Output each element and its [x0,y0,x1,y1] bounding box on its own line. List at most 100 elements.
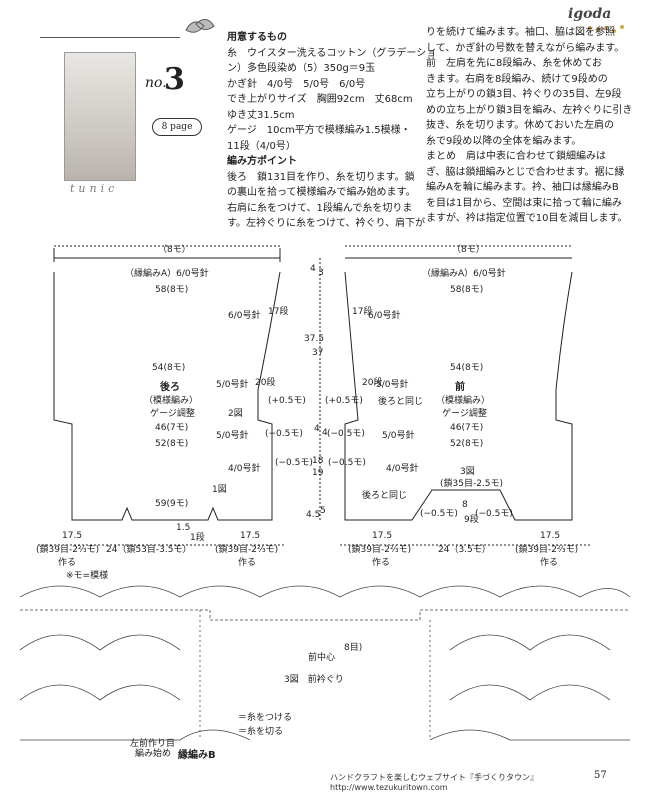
front-same2: 後ろと同じ [362,491,408,501]
instruction-line: 後ろ 鎖131目を作り、糸を切ります。鎖 [227,171,415,183]
instruction-line: ン）多色段染め（5）350g＝9玉 [227,63,376,74]
instruction-line: 用意するもの [227,32,287,43]
leaf-ornament-icon [185,19,215,33]
front-fig3b: (鎖35目-2.5モ) [440,479,504,489]
header-rule [40,37,180,38]
front-s20: 20段 [362,378,383,388]
project-number: 3 [164,62,185,97]
front-r54: 54(8モ) [450,363,484,373]
m45: 4.5 [306,510,321,520]
front-b1a: 17.5 [372,531,393,541]
m18: 18 [312,456,324,466]
back-step: 1.5 [176,523,191,533]
collar-edgeB: 縁編みB [178,750,216,761]
front-title: 前 [455,382,465,393]
front-b1c: 作る [372,558,391,568]
legend-attach: ＝糸をつける [238,713,293,723]
back-s17: 17段 [268,307,289,317]
back-width: （8モ） [158,245,191,255]
m4: 4 [310,264,316,274]
instruction-line: 抜き、糸を切ります。休めておいた左肩の [426,120,614,131]
back-gauge: ゲージ調整 [150,409,195,419]
collar-chart [19,585,631,741]
collar-center: 前中心 [308,653,336,663]
back-p05: (+0.5モ) [268,396,306,406]
back-r52: 52(8モ) [155,439,189,449]
front-b3b: (鎖39目-2⅔モ) [515,545,579,555]
front-m05c: (−0.5モ) [420,509,458,519]
footer-text: ハンドクラフトを楽しむウェブサイト『手づくりタウン』 http://www.te… [330,773,538,792]
instruction-line: 編みAを輪に編みます。衿、袖口は縁編みB [426,182,619,193]
front-s17: 17段 [352,307,373,317]
back-b2: 24（鎖53目-3.5モ） [106,545,192,555]
front-r46: 46(7モ) [450,423,484,433]
instruction-line: りを続けて編みます。袖口、脇は図を参照 [426,27,615,38]
front-n6: 6/0号針 [368,311,401,321]
instruction-line: 糸で9段め以降の全体を編みます。 [426,135,582,147]
front-m05a: (−0.5モ) [327,429,365,439]
back-b1a: 17.5 [62,531,83,541]
back-m05b: (−0.5モ) [275,458,313,468]
instruction-line: 立ち上がりの鎖3目、衿ぐりの35目、左9段 [426,89,622,100]
front-b1b: (鎖39目-2⅔モ) [348,545,412,555]
instruction-line: 編み方ポイント [227,156,297,167]
instruction-line: して、かぎ針の号数を替えながら編みます。 [426,42,625,54]
instruction-line: 右肩に糸をつけて、1段編んで糸を切りま [227,202,413,214]
front-m05b: (−0.5モ) [328,458,366,468]
front-p05: (+0.5モ) [325,396,363,406]
instruction-line: かぎ針 4/0号 5/0号 6/0号 [227,78,366,90]
instruction-line: を目は1目から、空間は束に拾って輪に編み [426,197,622,209]
m5: 5 [320,506,326,516]
back-b1b: (鎖39目-2⅔モ) [36,545,100,555]
back-s20: 20段 [255,378,276,388]
front-n5b: 5/0号針 [382,431,415,441]
instruction-line: まとめ 肩は中表に合わせて鎖細編みは [426,151,606,162]
note: ※モ=模様 [66,571,109,581]
instructions-col2: りを続けて編みます。袖口、脇は図を参照して、かぎ針の号数を替えながら編みます。前… [426,25,632,227]
collar-start1: 左前作り目 [130,739,176,749]
back-outline [53,271,281,521]
front-n4: 4/0号針 [386,464,419,474]
front-gauge: ゲージ調整 [442,409,487,419]
front-b3c: 作る [540,558,559,568]
instruction-line: 前 左肩を先に8段編み、糸を休めてお [426,58,603,69]
front-edge: （縁編みA）6/0号針 [422,269,506,279]
front-m05d: (−0.5モ) [475,509,513,519]
back-r58: 58(8モ) [155,285,189,295]
instruction-line: の裏山を拾って模様編みで編み始めます。 [227,187,416,198]
back-n6: 6/0号針 [228,311,261,321]
back-subtitle: （模様編み） [144,396,199,406]
back-r46: 46(7モ) [155,423,189,433]
back-b1c: 作る [58,558,77,568]
front-r52: 52(8モ) [450,439,484,449]
back-step2: 1段 [190,533,205,543]
back-n4: 4/0号針 [228,464,261,474]
project-no-prefix: no. [145,75,167,91]
instruction-line: めの立ち上がり鎖3目を編み、左衿ぐりに引き [426,104,633,116]
m375: 37.5 [304,334,325,344]
back-n5a: 5/0号針 [216,380,249,390]
collar-fig: 3図 前衿ぐり [284,675,344,685]
back-r54: 54(8モ) [152,363,186,373]
back-b3a: 17.5 [240,531,261,541]
front-b3a: 17.5 [540,531,561,541]
collar-count: 8目) [344,643,363,653]
back-fig2: 2図 [228,409,243,419]
back-edge: （縁編みA）6/0号針 [125,269,209,279]
back-m05a: (−0.5モ) [265,429,303,439]
m37: 37 [312,348,324,358]
instruction-line: す。左衿ぐりに糸をつけて、衿ぐり、肩下が [227,218,426,229]
instruction-line: ますが、衿は指定位置で10目を減目します。 [426,213,628,224]
front-r58: 58(8モ) [450,285,484,295]
m4c: 4 [322,428,328,438]
instruction-line: ぎ、脇は鎖細編みとじで合わせます。裾に縁 [426,166,625,178]
collar-start2: 編み始め [135,749,172,759]
back-title: 後ろ [160,382,180,393]
back-b3c: 作る [238,558,257,568]
instruction-line: きます。右肩を8段編み、続けて9段めの [426,73,608,85]
back-b3b: (鎖39目-2⅔モ) [215,545,279,555]
brand-logo: igoda [568,6,612,22]
caption: tunic [70,182,119,195]
back-n5b: 5/0号針 [216,431,249,441]
